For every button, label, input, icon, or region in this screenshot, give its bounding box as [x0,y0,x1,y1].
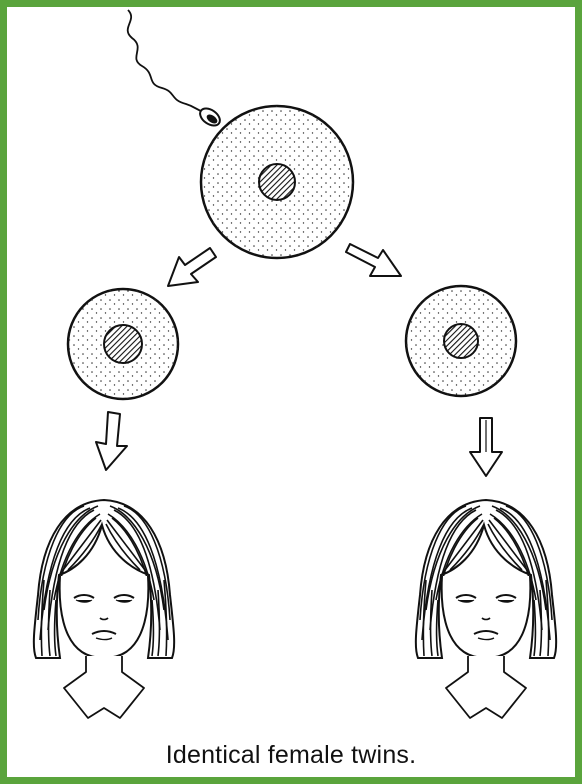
down-arrow-left [96,412,127,470]
split-arrow-right [346,244,401,276]
sperm [128,10,223,129]
zygote-cell [201,106,353,258]
twin-left-face [34,500,174,718]
split-arrow-left [168,248,216,286]
cell-right [406,286,516,396]
twin-right-face [416,500,556,718]
cell-left [68,289,178,399]
caption: Identical female twins. [0,741,582,770]
down-arrow-right [470,418,502,476]
